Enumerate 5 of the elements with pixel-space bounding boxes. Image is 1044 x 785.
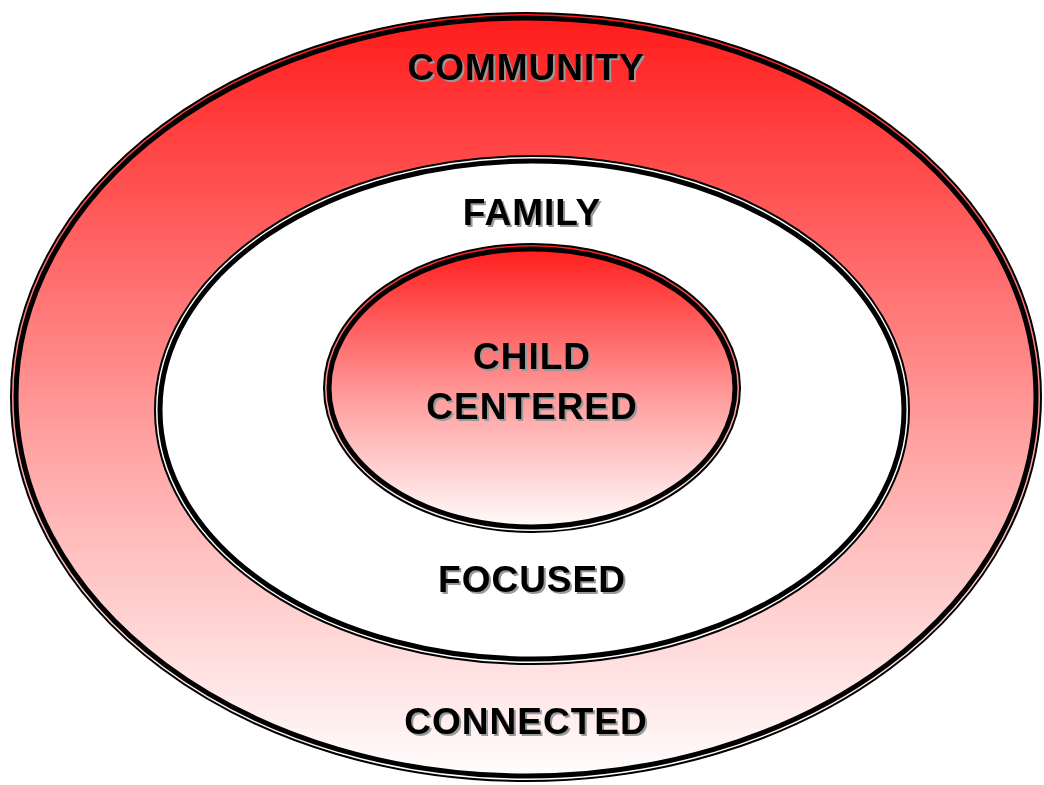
ring-label: FOCUSED [438,558,626,603]
center-label: CHILD CENTERED [425,335,639,429]
ring-label: COMMUNITY [407,46,645,91]
ring-label: CONNECTED [404,700,648,745]
ring-label: FAMILY [462,191,602,236]
